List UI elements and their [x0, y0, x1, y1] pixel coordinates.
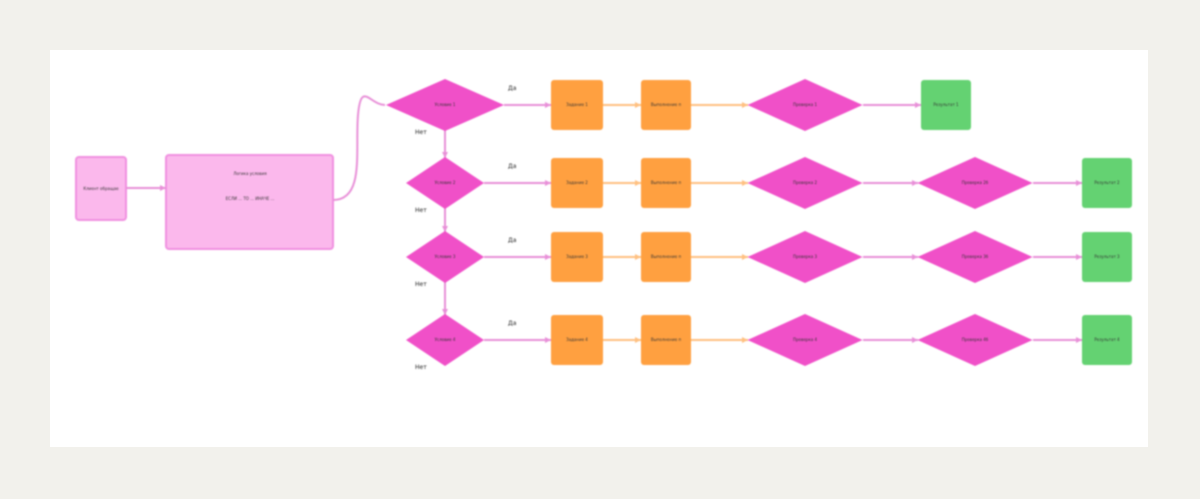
no-label-1: Нет — [415, 129, 427, 136]
process-node-3 — [641, 232, 691, 282]
check2-node-4 — [917, 314, 1033, 366]
check2-label-3: Проверка 3б — [962, 254, 989, 259]
decision-label-1: Условие 1 — [435, 102, 456, 107]
action-label-4: Задание 4 — [566, 337, 588, 342]
edge-action-process-2-arrow — [635, 180, 641, 186]
action-node-4 — [551, 315, 603, 365]
edge-check2-result-3-arrow — [1076, 254, 1082, 260]
yes-label-2: Да — [508, 163, 517, 170]
check-label-4: Проверка 4 — [793, 337, 817, 342]
check-node-2 — [747, 157, 863, 209]
decision-label-2: Условие 2 — [435, 180, 456, 185]
process-label-3: Выполнение п — [651, 254, 682, 259]
decision-3 — [406, 231, 484, 283]
no-label-3: Нет — [415, 281, 427, 288]
result-label-2: Результат 2 — [1094, 180, 1120, 185]
check2-label-2: Проверка 2б — [962, 180, 989, 185]
check-node-4 — [747, 314, 863, 366]
edge-action-process-3-arrow — [635, 254, 641, 260]
no-label-4: Нет — [415, 364, 427, 371]
condition-node — [165, 154, 334, 250]
edge-check-check2-4-arrow — [912, 337, 918, 343]
condition-node-title: Логика условия — [233, 171, 267, 176]
edge-no-2-arrow — [442, 226, 448, 232]
process-node-2 — [641, 158, 691, 208]
edge-condition-decision1 — [332, 95, 386, 201]
process-node-1 — [641, 80, 691, 130]
check-label-2: Проверка 2 — [793, 180, 817, 185]
process-node-4 — [641, 315, 691, 365]
result-label-1: Результат 1 — [933, 102, 959, 107]
check2-node-3 — [917, 231, 1033, 283]
check-label-1: Проверка 1 — [793, 102, 817, 107]
edge-check-result-1-arrow — [915, 102, 921, 108]
check-node-1 — [747, 79, 863, 131]
decision-label-3: Условие 3 — [435, 254, 456, 259]
edge-check2-result-2-arrow — [1076, 180, 1082, 186]
edge-process-check-3-arrow — [742, 254, 748, 260]
edge-process-check-1-arrow — [742, 102, 748, 108]
process-label-2: Выполнение п — [651, 180, 682, 185]
edge-yes-2-arrow — [545, 180, 551, 186]
yes-label-4: Да — [508, 320, 517, 327]
decision-label-4: Условие 4 — [435, 337, 456, 342]
no-label-2: Нет — [415, 207, 427, 214]
edge-action-process-4-arrow — [635, 337, 641, 343]
edge-action-process-1-arrow — [635, 102, 641, 108]
process-label-4: Выполнение п — [651, 337, 682, 342]
check-node-3 — [747, 231, 863, 283]
result-node-2 — [1082, 158, 1132, 208]
result-node-4 — [1082, 315, 1132, 365]
result-label-4: Результат 4 — [1094, 337, 1120, 342]
start-node-label: Клиент обращае — [83, 186, 119, 191]
condition-node-body: ЕСЛИ ... ТО ... ИНАЧЕ ... — [226, 196, 275, 201]
decision-4 — [406, 314, 484, 366]
yes-label-3: Да — [508, 237, 517, 244]
edge-process-check-4-arrow — [742, 337, 748, 343]
edge-process-check-2-arrow — [742, 180, 748, 186]
yes-label-1: Да — [508, 85, 517, 92]
process-label-1: Выполнение п — [651, 102, 682, 107]
edge-start-condition-arrow — [160, 185, 166, 191]
result-node-3 — [1082, 232, 1132, 282]
action-label-1: Задание 1 — [566, 102, 588, 107]
edge-check-check2-3-arrow — [912, 254, 918, 260]
decision-1 — [386, 79, 504, 131]
action-label-2: Задание 2 — [566, 180, 588, 185]
action-node-1 — [551, 80, 603, 130]
result-label-3: Результат 3 — [1094, 254, 1120, 259]
check-label-3: Проверка 3 — [793, 254, 817, 259]
check2-node-2 — [917, 157, 1033, 209]
decision-2 — [406, 157, 484, 209]
check2-label-4: Проверка 4б — [962, 337, 989, 342]
edge-no-1-arrow — [442, 152, 448, 158]
action-label-3: Задание 3 — [566, 254, 588, 259]
result-node-1 — [921, 80, 971, 130]
action-node-3 — [551, 232, 603, 282]
edge-check2-result-4-arrow — [1076, 337, 1082, 343]
edge-yes-1-arrow — [545, 102, 551, 108]
edge-check-check2-2-arrow — [912, 180, 918, 186]
edge-no-3-arrow — [442, 309, 448, 315]
edge-yes-4-arrow — [545, 337, 551, 343]
action-node-2 — [551, 158, 603, 208]
edge-yes-3-arrow — [545, 254, 551, 260]
